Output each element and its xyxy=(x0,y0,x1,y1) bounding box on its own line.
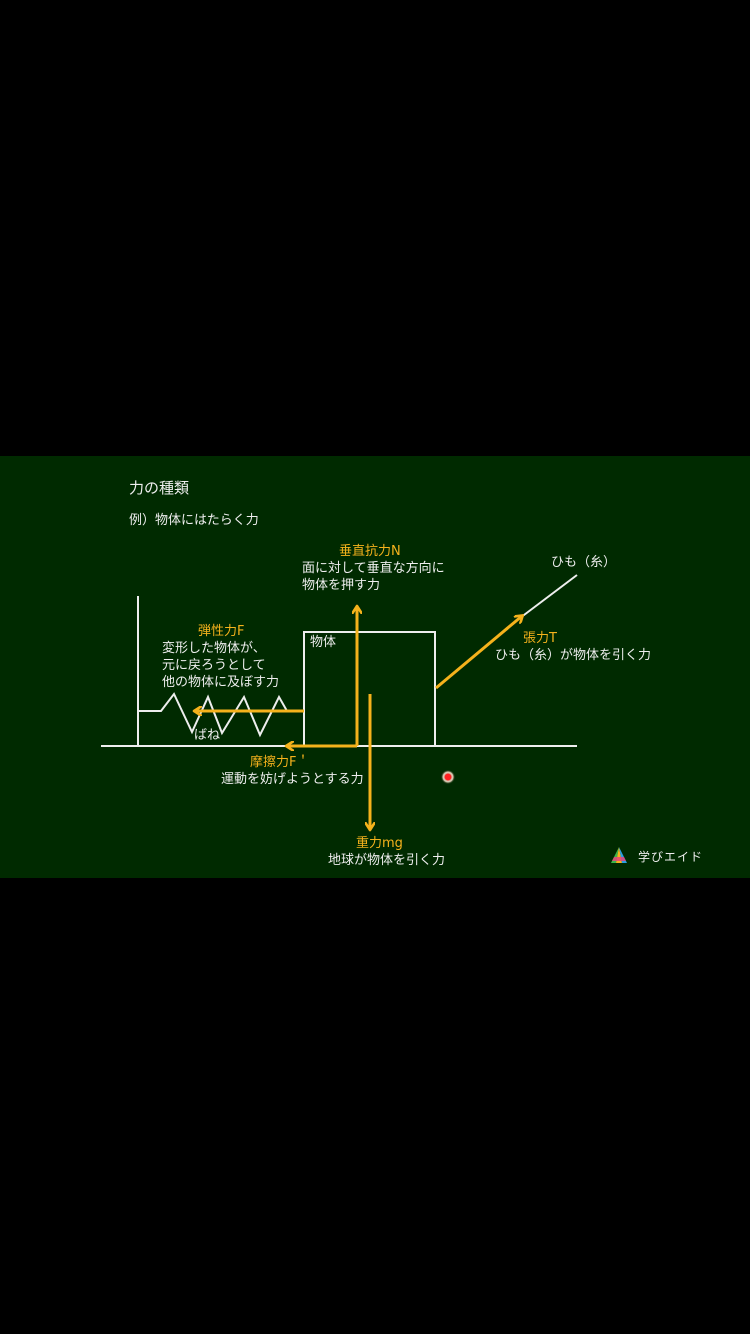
spring-zigzag xyxy=(138,692,288,738)
tension-force-arrow xyxy=(435,616,522,690)
elastic-force-desc-1: 変形した物体が、 xyxy=(162,641,266,656)
tension-force-desc: ひも（糸）が物体を引く力 xyxy=(495,648,652,663)
elastic-force-desc-3: 他の物体に及ぼす力 xyxy=(162,675,280,690)
page-title: 力の種類 xyxy=(129,479,190,497)
normal-force-label: 垂直抗力N xyxy=(339,544,401,559)
gravity-force-desc: 地球が物体を引く力 xyxy=(328,853,446,868)
friction-force-desc: 運動を妨げようとする力 xyxy=(221,772,364,787)
force-diagram xyxy=(101,574,578,878)
object-label: 物体 xyxy=(310,635,337,650)
subtitle: 例）物体にはたらく力 xyxy=(129,513,259,528)
elastic-force-desc-2: 元に戻ろうとして xyxy=(162,658,266,673)
friction-force-label: 摩擦力F＇ xyxy=(250,755,310,770)
string-label: ひも（糸） xyxy=(551,555,617,570)
tension-force-label: 張力T xyxy=(523,631,557,646)
string-line xyxy=(519,574,578,619)
gravity-force-label: 重力mg xyxy=(356,836,403,851)
normal-force-desc-1: 面に対して垂直な方向に xyxy=(302,561,445,576)
blackboard: 力の種類 例）物体にはたらく力 垂直抗力N 面に対して垂直な方向に 物体を押す力… xyxy=(0,456,750,878)
laser-pointer-dot xyxy=(441,770,455,784)
logo-text: 学びエイド xyxy=(638,849,704,864)
brand-logo: 学びエイド xyxy=(608,846,703,866)
spring-label: ばね xyxy=(194,728,221,743)
elastic-force-label: 弾性力F xyxy=(198,624,245,639)
logo-mark-icon xyxy=(611,847,627,863)
normal-force-desc-2: 物体を押す力 xyxy=(302,578,381,593)
